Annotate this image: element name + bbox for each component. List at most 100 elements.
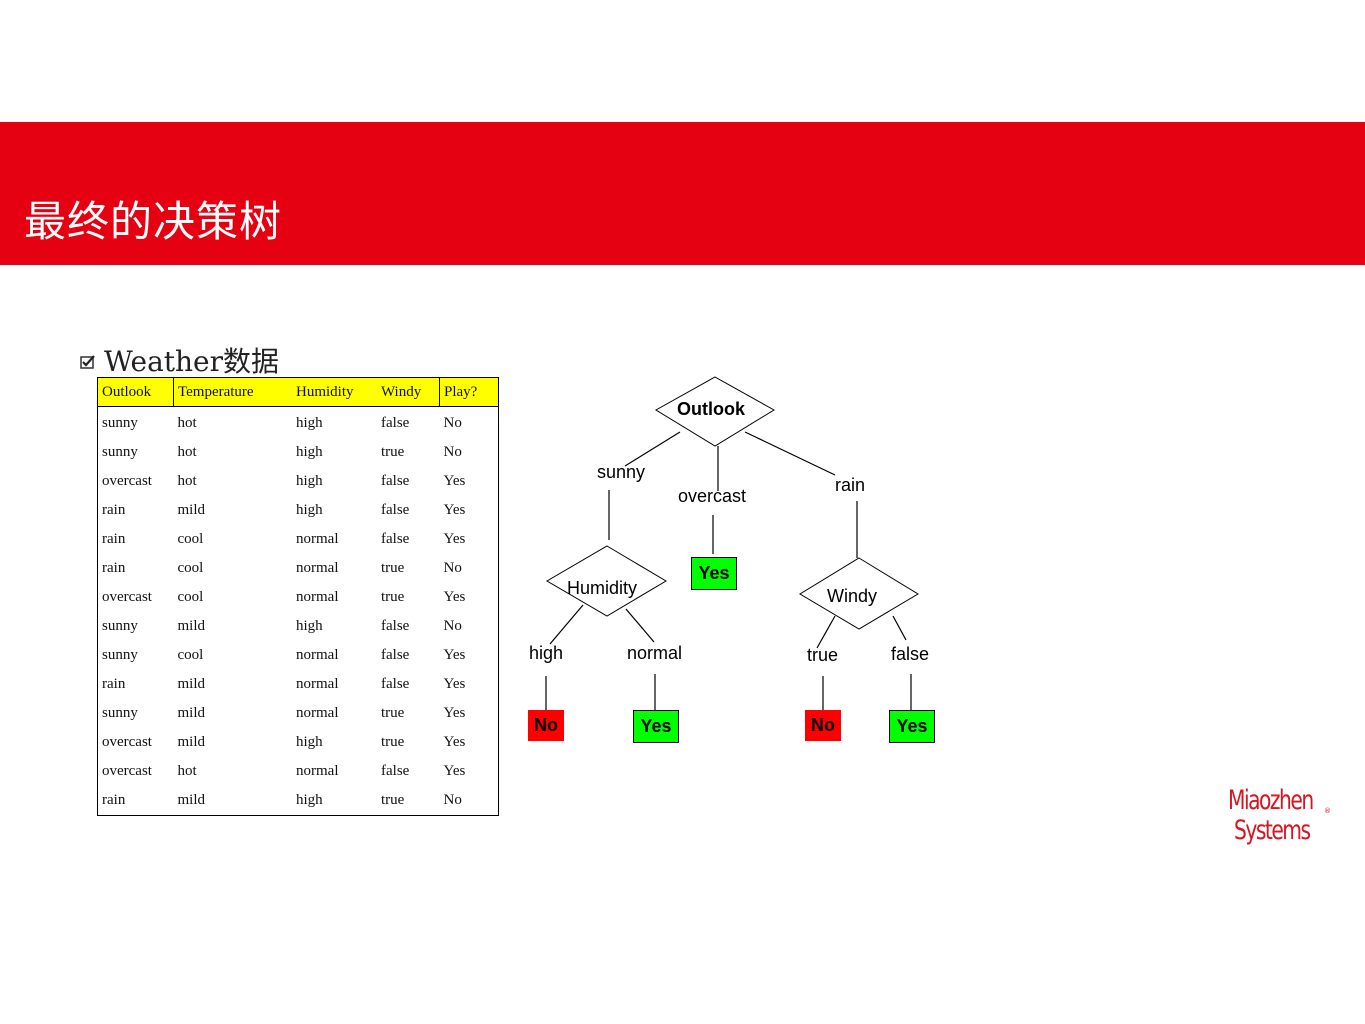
table-cell-windy: false xyxy=(381,618,410,634)
table-cell-play: Yes xyxy=(443,589,466,605)
table-cell-humidity: normal xyxy=(296,647,339,663)
logo-line2: Systems xyxy=(1234,815,1311,846)
table-cell-humidity: normal xyxy=(296,676,339,692)
table-cell-humidity: high xyxy=(296,444,323,460)
table-cell-temperature: cool xyxy=(177,589,204,605)
column-header-outlook: Outlook xyxy=(97,377,174,407)
table-cell-temperature: cool xyxy=(177,647,204,663)
table-row: overcast hot high false Yes xyxy=(98,467,499,496)
table-cell-temperature: hot xyxy=(177,444,197,460)
table-cell-windy: false xyxy=(381,415,410,431)
column-header-temperature: Temperature xyxy=(173,377,292,407)
slide-title: 最终的决策树 xyxy=(24,197,283,246)
table-cell-outlook: sunny xyxy=(102,647,138,663)
table-cell-play: Yes xyxy=(443,531,466,547)
table-cell-play: Yes xyxy=(443,502,466,518)
table-cell-humidity: normal xyxy=(296,589,339,605)
table-cell-play: Yes xyxy=(443,676,466,692)
table-cell-windy: false xyxy=(381,531,410,547)
title-bar: 最终的决策树 xyxy=(0,122,1365,265)
table-cell-outlook: overcast xyxy=(102,763,152,779)
table-cell-temperature: mild xyxy=(177,705,206,721)
tree-edges xyxy=(545,376,919,710)
table-cell-humidity: high xyxy=(296,792,323,808)
table-cell-humidity: high xyxy=(296,618,323,634)
windy-node: Windy xyxy=(827,586,878,606)
leaf-normal-yes: Yes xyxy=(633,710,679,743)
table-row: overcast cool normal true Yes xyxy=(98,583,499,612)
humidity-node: Humidity xyxy=(567,578,638,598)
column-header-play: Play? xyxy=(439,377,499,407)
table-cell-windy: false xyxy=(381,676,410,692)
registered-mark: ® xyxy=(1324,807,1331,815)
table-cell-windy: false xyxy=(381,473,410,489)
table-cell-outlook: rain xyxy=(102,792,126,808)
table-cell-windy: true xyxy=(381,734,405,750)
column-header-windy: Windy xyxy=(377,377,440,407)
table-cell-play: Yes xyxy=(443,734,466,750)
table-cell-windy: true xyxy=(381,589,405,605)
table-cell-outlook: sunny xyxy=(102,618,138,634)
table-cell-windy: true xyxy=(381,792,405,808)
table-cell-outlook: rain xyxy=(102,560,126,576)
branch-rain: rain xyxy=(835,475,866,495)
table-cell-play: No xyxy=(443,560,462,576)
table-cell-play: No xyxy=(443,444,462,460)
branch-false: false xyxy=(891,644,930,664)
logo-line1: Miaozhen xyxy=(1228,785,1314,816)
table-cell-outlook: sunny xyxy=(102,444,138,460)
table-cell-outlook: rain xyxy=(102,676,126,692)
table-cell-outlook: overcast xyxy=(102,473,152,489)
table-cell-outlook: rain xyxy=(102,531,126,547)
table-cell-play: Yes xyxy=(443,705,466,721)
table-cell-outlook: rain xyxy=(102,502,126,518)
leaf-overcast-yes: Yes xyxy=(691,557,737,590)
table-cell-temperature: mild xyxy=(177,502,206,518)
outlook-node-shape xyxy=(655,376,775,447)
table-cell-temperature: hot xyxy=(177,763,197,779)
table-cell-play: No xyxy=(443,618,462,634)
table-cell-temperature: hot xyxy=(177,415,197,431)
table-header-row: Outlook Temperature Humidity Windy Play? xyxy=(97,377,499,407)
branch-high: high xyxy=(529,643,564,663)
bullet-weather-data: Weather数据 xyxy=(80,345,279,379)
windy-node-shape xyxy=(799,557,919,630)
table-cell-play: No xyxy=(443,415,462,431)
table-cell-humidity: high xyxy=(296,502,323,518)
table-cell-outlook: overcast xyxy=(102,734,152,750)
table-cell-windy: true xyxy=(381,705,405,721)
leaf-high-no: No xyxy=(528,710,564,741)
checkbox-checked-icon xyxy=(80,355,95,369)
humidity-node-shape xyxy=(546,545,667,617)
table-cell-play: Yes xyxy=(443,473,466,489)
table-cell-play: Yes xyxy=(443,647,466,663)
table-cell-temperature: mild xyxy=(177,676,206,692)
table-cell-humidity: normal xyxy=(296,705,339,721)
table-cell-outlook: overcast xyxy=(102,589,152,605)
table-cell-humidity: normal xyxy=(296,560,339,576)
table-row: rain mild normal false Yes xyxy=(98,670,499,699)
branch-normal: normal xyxy=(627,643,683,663)
bullet-text: Weather数据 xyxy=(104,345,280,378)
table-cell-temperature: mild xyxy=(177,792,206,808)
branch-true: true xyxy=(807,645,839,665)
table-cell-humidity: normal xyxy=(296,763,339,779)
table-cell-humidity: high xyxy=(296,473,323,489)
miaozhen-logo: Miaozhen Systems ® xyxy=(1228,786,1341,846)
table-cell-windy: false xyxy=(381,763,410,779)
table-cell-outlook: sunny xyxy=(102,415,138,431)
table-cell-humidity: high xyxy=(296,734,323,750)
table-cell-play: No xyxy=(443,792,462,808)
branch-sunny: sunny xyxy=(597,462,646,482)
table-cell-temperature: hot xyxy=(177,473,197,489)
column-header-humidity: Humidity xyxy=(292,377,377,407)
table-row: rain mild high true No xyxy=(98,786,499,816)
